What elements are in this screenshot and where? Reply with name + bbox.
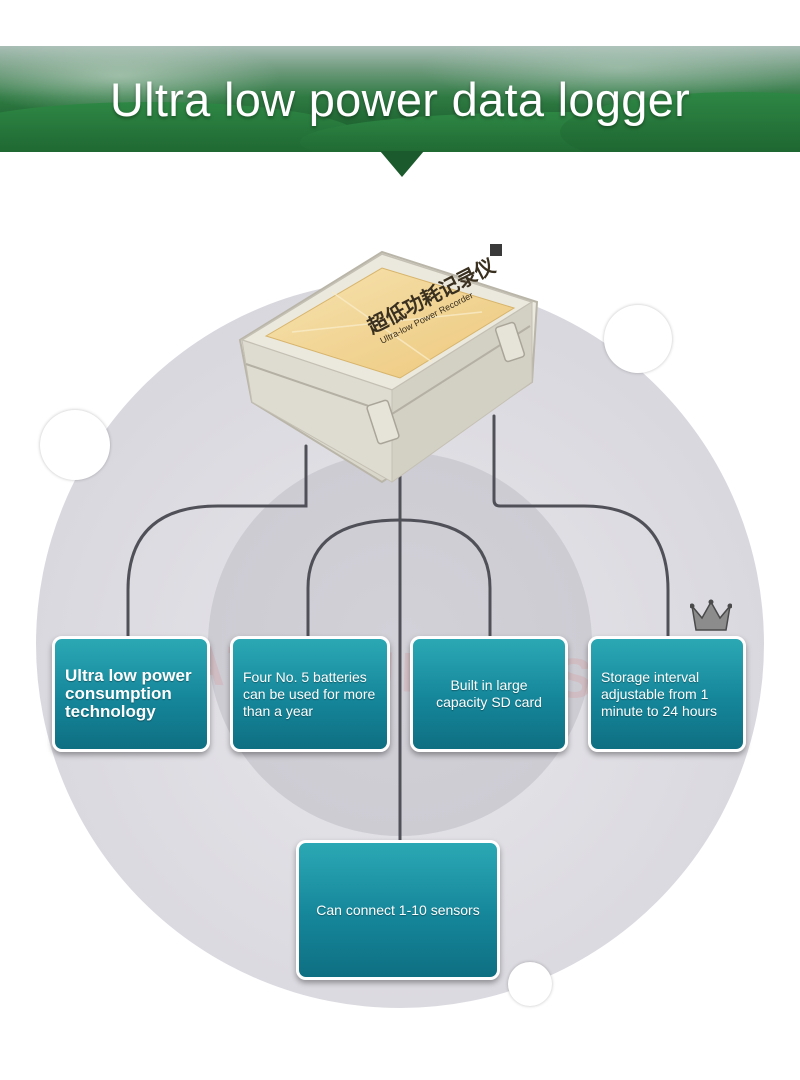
feature-text: Four No. 5 batteries can be used for mor…: [243, 668, 376, 719]
feature-card-interval: Storage interval adjustable from 1 minut…: [588, 636, 746, 752]
connector-consumption: [126, 444, 308, 650]
feature-card-sdcard: Built in large capacity SD card: [410, 636, 568, 752]
feature-card-batteries: Four No. 5 batteries can be used for mor…: [230, 636, 390, 752]
data-logger-device-image: 超低功耗记录仪 Ultra-low Power Recorder: [238, 244, 539, 484]
feature-card-sensors: Can connect 1-10 sensors: [296, 840, 500, 980]
feature-text: Built in large capacity SD card: [436, 677, 542, 710]
decorative-dot-left: [40, 410, 110, 480]
banner-pointer: [380, 151, 424, 177]
feature-text: Ultra low power consumption technology: [65, 666, 192, 721]
crown-icon: [690, 599, 732, 631]
decorative-dot-right: [604, 305, 672, 373]
decorative-dot-bottom: [508, 962, 552, 1006]
header-banner: [0, 46, 800, 152]
feature-text: Can connect 1-10 sensors: [316, 902, 480, 918]
feature-card-consumption: Ultra low power consumption technology: [52, 636, 210, 752]
feature-text: Storage interval adjustable from 1 minut…: [601, 668, 717, 719]
page-title: Ultra low power data logger: [109, 73, 691, 126]
connector-interval: [492, 414, 670, 650]
